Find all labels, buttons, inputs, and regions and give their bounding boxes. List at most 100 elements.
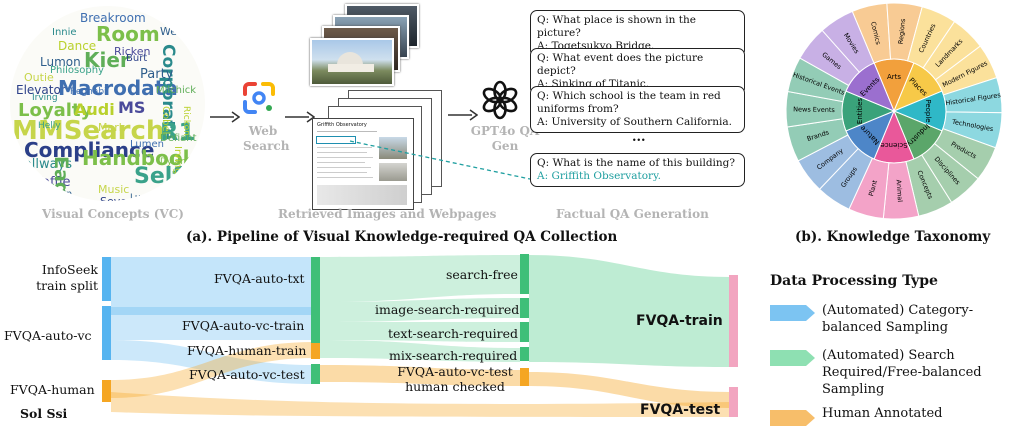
word-cloud-word: Helly	[38, 121, 61, 131]
label-auto-vc-train: FVQA-auto-vc-train	[182, 318, 305, 333]
word-cloud-label: Visual Concepts (VC)	[42, 207, 184, 221]
node-auto-vc-train	[311, 303, 320, 343]
legend-swatch-green	[770, 350, 815, 366]
taxonomy-outer-label: Animal	[895, 179, 904, 202]
word-cloud-word: Room	[96, 22, 160, 46]
word-cloud-word: Waffle	[30, 175, 71, 190]
label-auto-txt: FVQA-auto-txt	[214, 271, 305, 286]
qa-bubble: Q: What is the name of this building? A:…	[530, 153, 745, 187]
node-human-train	[311, 343, 320, 359]
retrieved-label: Retrieved Images and Webpages	[278, 207, 497, 221]
flow-infoseek-auto-txt	[111, 257, 313, 315]
arrow-icon	[448, 109, 478, 121]
word-cloud-word: Defiant	[160, 133, 197, 144]
node-mix-search	[520, 347, 529, 361]
label-search-free: search-free	[446, 267, 518, 282]
taxonomy-outer-label: News Events	[793, 105, 835, 114]
question: Q: Which school is the team in red unifo…	[537, 90, 721, 115]
label-fvqa-train: FVQA-train	[636, 313, 723, 329]
highlight-connector	[349, 140, 531, 180]
node-infoseek	[102, 257, 111, 301]
node-fvqa-test	[729, 387, 738, 417]
question: Q: What place is shown in the picture?	[537, 14, 696, 39]
word-cloud-word: Outie	[24, 71, 54, 84]
web-search-label: Web Search	[243, 124, 290, 153]
word-cloud-word: Brain	[46, 189, 73, 200]
node-search-free	[520, 254, 529, 294]
word-cloud-word: Audi	[74, 100, 115, 119]
node-fvqa-human	[102, 380, 111, 402]
word-cloud-word: Reghabi	[70, 87, 107, 97]
word-cloud-word: Elevator	[16, 83, 66, 97]
word-cloud-word: Lumen	[130, 139, 164, 150]
flow-human-train	[111, 342, 313, 398]
word-cloud-word: Lumen	[130, 193, 161, 202]
flow-checked-test	[529, 372, 730, 408]
word-cloud-word: Wellness	[160, 25, 205, 38]
legend-item-1: (Automated) Category-balanced Sampling	[822, 303, 974, 335]
word-cloud-word: Rickon	[181, 106, 191, 136]
google-lens-icon	[243, 82, 275, 114]
taxonomy-inner-label: Entities	[856, 98, 864, 125]
flow-auto-vc-test	[111, 340, 313, 384]
caption-b: (b). Knowledge Taxonomy	[795, 229, 991, 245]
flow-auto-vc-train	[111, 307, 313, 340]
node-text-search	[520, 322, 529, 342]
label-text-search: text-search-required	[388, 326, 519, 341]
label-auto-vc-test: FVQA-auto-vc-test	[189, 367, 305, 382]
node-auto-vc-test	[311, 364, 320, 384]
label-fvqa-human: FVQA-human	[10, 382, 95, 397]
legend-swatch-blue	[770, 305, 815, 321]
arrow-icon	[210, 111, 240, 123]
flow-mix-search	[320, 340, 520, 362]
word-cloud-word: Loyalty	[18, 100, 93, 121]
word-cloud-word: Lumon	[40, 55, 81, 69]
legend-item-2: (Automated) Search Required/Free-balance…	[822, 348, 982, 397]
word-cloud-word: Self	[134, 164, 182, 189]
ellipsis: ...	[632, 130, 646, 145]
qa-bubble: Q: Which school is the team in red unifo…	[530, 86, 745, 133]
word-cloud-word: Irving	[32, 93, 58, 103]
webpage-title: Griffith Observatory	[317, 122, 367, 128]
legend-title: Data Processing Type	[770, 273, 938, 289]
label-fvqa-auto-vc: FVQA-auto-vc	[4, 328, 92, 343]
webpage-griffith: Griffith Observatory	[312, 118, 414, 210]
flow-to-train	[529, 255, 730, 367]
node-human-checked	[520, 368, 529, 386]
flow-search-free	[320, 255, 520, 302]
word-cloud-word: Mark	[98, 121, 126, 134]
word-cloud-word: R1	[160, 118, 196, 146]
word-cloud-word: Handbook	[82, 146, 196, 170]
word-cloud-word: Eagan	[50, 156, 72, 201]
word-cloud-word: Philosophy	[50, 65, 104, 76]
label-mix-search: mix-search-required	[389, 348, 518, 363]
node-image-search	[520, 298, 529, 318]
node-fvqa-train	[729, 275, 738, 367]
word-cloud-word: Kier	[84, 48, 130, 72]
answer: A: University of Southern California.	[537, 116, 732, 128]
word-cloud-word: Cobel	[160, 106, 171, 135]
node-fvqa-auto-vc	[102, 306, 111, 360]
label-fvqa-test: FVQA-test	[640, 402, 721, 418]
taxonomy-inner-label: Arts	[887, 73, 901, 81]
legend-swatch-orange	[770, 410, 815, 426]
word-cloud-word: Breakroom	[80, 11, 146, 25]
question: Q: What event does the picture depict?	[537, 52, 704, 77]
caption-a: (a). Pipeline of Visual Knowledge-requir…	[186, 229, 618, 245]
answer-highlight: A: Griffith Observatory.	[537, 170, 661, 182]
sankey-flows	[111, 255, 730, 417]
flow-vc-test-checked	[320, 365, 520, 386]
label-infoseek: InfoSeek train split	[36, 262, 98, 293]
word-cloud-word: Compliance	[24, 138, 155, 162]
flow-human-test	[111, 392, 730, 417]
node-auto-txt	[311, 257, 320, 303]
taxonomy-inner-label: People	[924, 99, 932, 122]
word-cloud-word: Innie	[52, 27, 77, 38]
word-cloud-word: Music	[98, 183, 130, 196]
taxonomy-inner-label: Science	[880, 141, 907, 149]
word-cloud-word: MMSearch	[12, 116, 165, 146]
word-cloud-word: Hallways	[14, 157, 73, 172]
flow-text-search	[320, 322, 520, 342]
word-cloud-word: Party	[140, 67, 174, 82]
